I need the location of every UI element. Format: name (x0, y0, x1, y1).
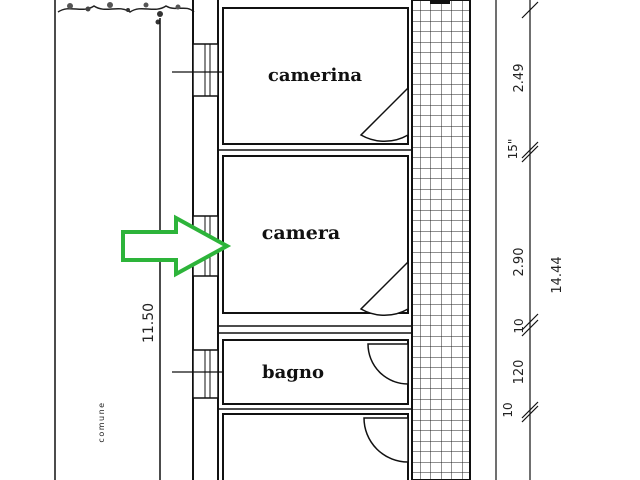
door-lower (363, 417, 409, 463)
dimension-15: 15" (506, 139, 520, 160)
room-label-bagno: bagno (262, 362, 324, 383)
dimension-2-49: 2.49 (512, 64, 527, 93)
side-note: comune (97, 401, 106, 442)
room-label-camerina: camerina (268, 65, 363, 86)
room-camera (222, 155, 409, 314)
right-arrow-icon (121, 214, 232, 278)
door-bagno (367, 343, 409, 385)
left-dimension: 11.50 (141, 303, 157, 343)
door-camerina (359, 86, 409, 142)
corridor-walls (218, 149, 412, 410)
dimension-10-a: 10 (512, 318, 526, 333)
total-dimension: 14.44 (550, 256, 565, 293)
door-camera (359, 260, 409, 316)
dimension-120: 120 (512, 360, 527, 385)
tiled-balcony (411, 0, 471, 480)
dimension-10-b: 10 (501, 402, 515, 417)
dimension-lines (495, 0, 539, 480)
window-bagno (172, 349, 232, 399)
dimension-2-90: 2.90 (512, 248, 527, 277)
rubble-edge (55, 0, 195, 25)
room-label-camera: camera (262, 222, 340, 244)
